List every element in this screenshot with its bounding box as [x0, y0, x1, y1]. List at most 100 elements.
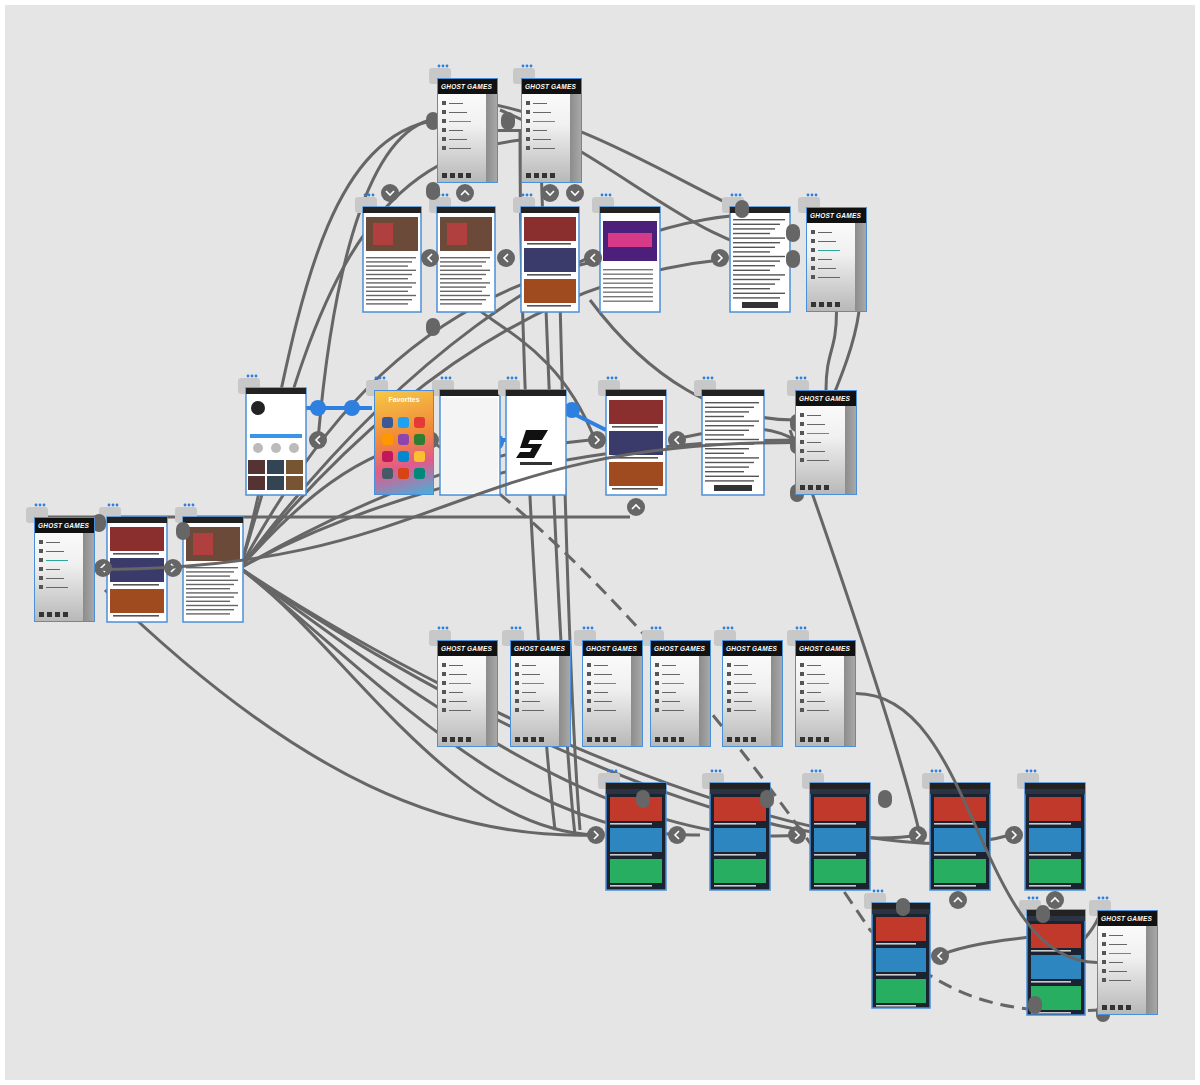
- social-icon: [450, 173, 455, 178]
- app-logo-text: GHOST GAMES: [441, 83, 492, 90]
- menu-icon: [587, 681, 591, 685]
- drawer-shadow: [1146, 926, 1157, 1014]
- text-line: [705, 462, 754, 463]
- text-line: [733, 293, 785, 294]
- menu-item: [594, 692, 608, 694]
- text-line: [934, 885, 976, 887]
- artboard-dots: [35, 504, 38, 507]
- artboard-dots: [364, 194, 367, 197]
- menu-item: [662, 710, 684, 712]
- text-line: [705, 407, 754, 408]
- app-icon: [382, 451, 393, 462]
- artboard-dots: [731, 627, 734, 630]
- wire-end: [735, 200, 749, 218]
- menu-icon: [442, 101, 446, 105]
- social-icon: [515, 737, 520, 742]
- text-line: [733, 228, 775, 229]
- artboard-dots: [703, 377, 706, 380]
- menu-item: [533, 139, 551, 141]
- artboard-dots: [515, 627, 518, 630]
- handle-chevron: [428, 254, 432, 262]
- menu-item: [662, 701, 680, 703]
- social-icon: [819, 302, 824, 307]
- artboard-dots: [1102, 897, 1105, 900]
- post-thumb: [286, 460, 303, 474]
- artboard-dots: [1026, 770, 1029, 773]
- artboard-dots: [247, 375, 250, 378]
- app-header: GHOST GAMES: [511, 641, 570, 656]
- status-bar: [246, 388, 306, 394]
- thumbnail: [609, 400, 663, 424]
- app-logo-text: GHOST GAMES: [810, 212, 861, 219]
- flow-handle: [1046, 891, 1064, 909]
- app-header: GHOST GAMES: [35, 518, 94, 533]
- artboard-dots: [526, 65, 529, 68]
- menu-icon: [811, 239, 815, 243]
- favorites-screen: Favorites: [374, 390, 434, 495]
- app-header: GHOST GAMES: [522, 79, 581, 94]
- text-line: [733, 224, 780, 225]
- artboard-dots: [607, 377, 610, 380]
- app-logo-text: GHOST GAMES: [525, 83, 576, 90]
- menu-item: [594, 665, 608, 667]
- artboard-dots: [368, 194, 371, 197]
- menu-item: [807, 433, 829, 435]
- flow-handle: [711, 249, 729, 267]
- menu-item: [662, 674, 680, 676]
- social-icon: [816, 485, 821, 490]
- flow-handle: [309, 431, 327, 449]
- text-line: [186, 613, 230, 614]
- status-bar: [810, 783, 870, 789]
- menu-item: [522, 692, 536, 694]
- connector: [95, 443, 795, 570]
- blue-handle: [310, 400, 326, 416]
- handle-chevron: [632, 505, 640, 509]
- favorites-header: Favorites: [375, 391, 433, 407]
- flow-handle: [788, 826, 806, 844]
- artboard-dots: [655, 627, 658, 630]
- menu-item: [46, 542, 60, 544]
- social-icon: [824, 485, 829, 490]
- text-line: [186, 596, 234, 597]
- handle-chevron: [571, 191, 579, 195]
- menu-icon: [442, 137, 446, 141]
- menu-icon: [442, 690, 446, 694]
- social-icon: [466, 173, 471, 178]
- social-icon: [800, 485, 805, 490]
- app-icon: [414, 468, 425, 479]
- menu-icon: [800, 681, 804, 685]
- text-line: [440, 299, 486, 300]
- social-icon: [827, 302, 832, 307]
- article-image: [440, 217, 492, 251]
- menu-icon: [1102, 969, 1106, 973]
- menu-icon: [1102, 951, 1106, 955]
- game-cover: [1029, 797, 1081, 821]
- artboard-dots: [375, 377, 378, 380]
- status-bar: [1025, 783, 1085, 789]
- text-line: [440, 295, 490, 296]
- menu-icon: [800, 458, 804, 462]
- text-line: [527, 243, 571, 245]
- game-cover: [934, 859, 986, 883]
- screen: [363, 207, 421, 312]
- artboard-dots: [607, 770, 610, 773]
- artboard-dots: [383, 377, 386, 380]
- social-icon: [679, 737, 684, 742]
- social-icon: [534, 173, 539, 178]
- thumbnail: [524, 279, 576, 303]
- screen: [246, 388, 306, 495]
- text-line: [705, 434, 744, 435]
- text-line: [705, 430, 749, 431]
- app-icon: [382, 417, 393, 428]
- text-line: [186, 601, 230, 602]
- artboard-dots: [438, 65, 441, 68]
- artboard-dots: [116, 504, 119, 507]
- artboard-dots: [519, 627, 522, 630]
- artboard-dots: [804, 627, 807, 630]
- social-icon: [808, 737, 813, 742]
- artboard-dots: [184, 504, 187, 507]
- menu-icon: [811, 275, 815, 279]
- social-icon: [751, 737, 756, 742]
- menu-item: [449, 148, 471, 150]
- text-line: [1029, 885, 1071, 887]
